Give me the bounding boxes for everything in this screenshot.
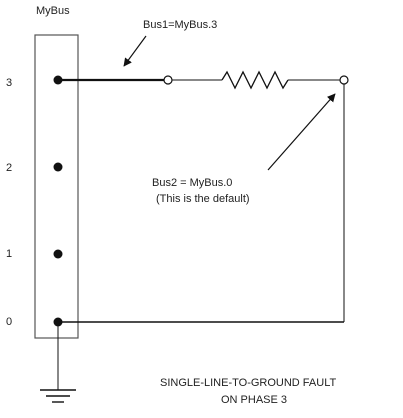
phase-label-3: 3 <box>6 77 12 89</box>
phase-label-2: 2 <box>6 162 12 174</box>
terminal-dot-phase-2 <box>53 162 63 172</box>
ground-icon <box>40 389 76 403</box>
bus2-terminal <box>339 75 349 85</box>
bus2-annotation-line1: Bus2 = MyBus.0 <box>152 177 232 189</box>
bus1-terminal <box>163 75 173 85</box>
bus1-annotation: Bus1=MyBus.3 <box>143 19 217 31</box>
resistor-symbol <box>221 70 289 90</box>
bus-box <box>34 34 79 339</box>
bus2-arrow <box>267 93 336 171</box>
phase-label-1: 1 <box>6 248 12 260</box>
caption-line1: SINGLE-LINE-TO-GROUND FAULT <box>160 377 337 389</box>
bus1-arrow <box>123 35 147 67</box>
caption-line2: ON PHASE 3 <box>221 394 287 406</box>
bus-name-label: MyBus <box>36 5 70 17</box>
bus2-annotation-line2: (This is the default) <box>156 193 250 205</box>
phase-label-0: 0 <box>6 316 12 328</box>
terminal-dot-phase-1 <box>53 249 63 259</box>
